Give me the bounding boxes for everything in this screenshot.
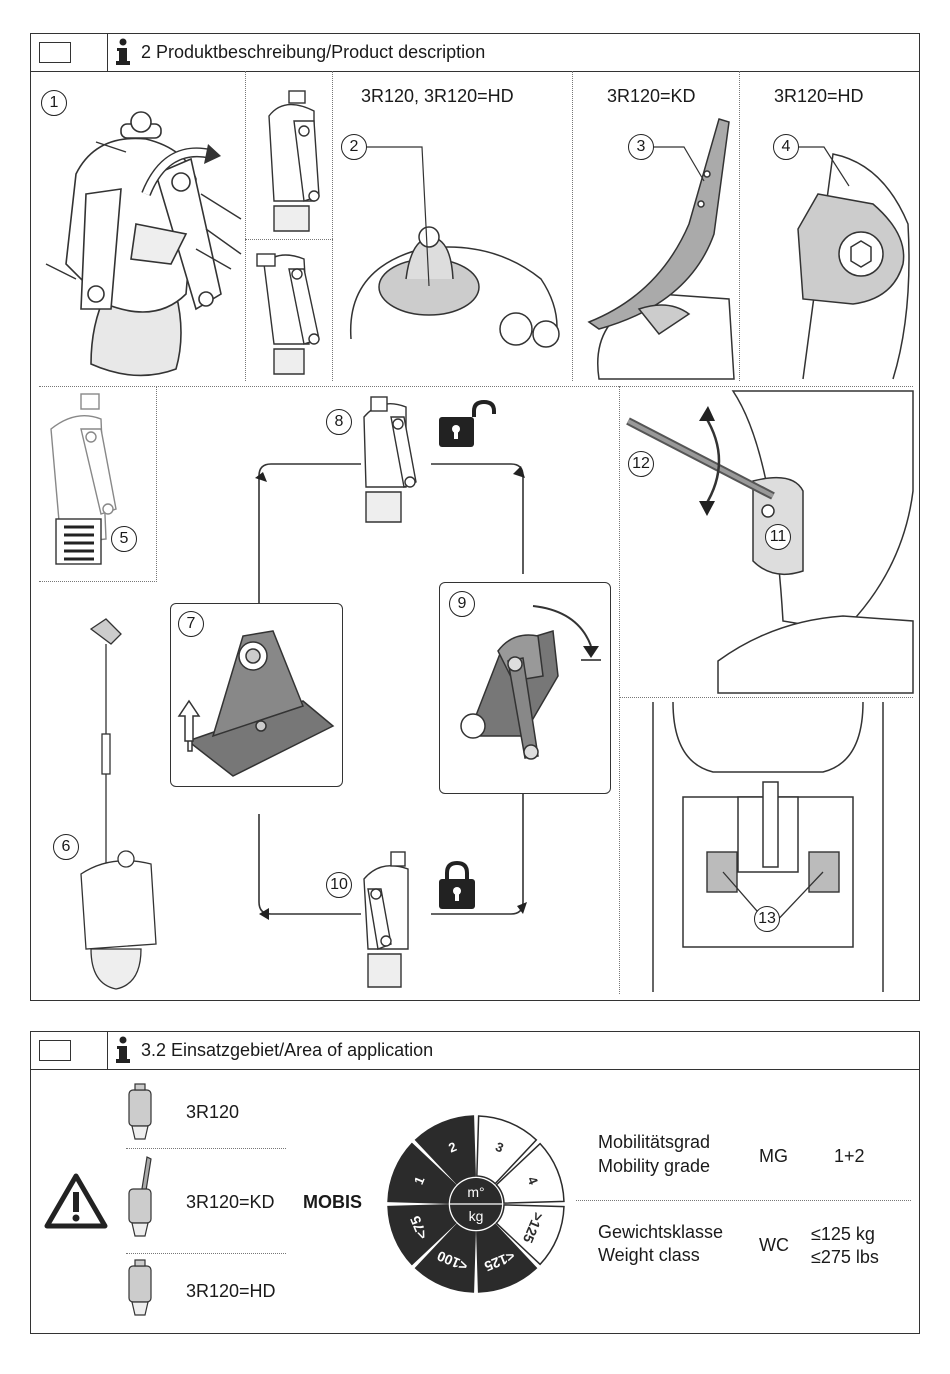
- section-header: 2 Produktbeschreibung/Product descriptio…: [31, 34, 919, 72]
- checkbox-square: [39, 1040, 71, 1061]
- weight-abbr: WC: [759, 1235, 789, 1256]
- mobility-value: 1+2: [834, 1146, 865, 1167]
- wheel-center-bottom: kg: [469, 1208, 484, 1224]
- mobility-label-en: Mobility grade: [598, 1156, 710, 1177]
- warning-icon: [43, 1172, 109, 1232]
- callout-12: 12: [628, 451, 654, 477]
- wheel-center-top: m°: [467, 1184, 484, 1200]
- area-of-application-panel: 3.2 Einsatzgebiet/Area of application 3R…: [30, 1031, 920, 1334]
- variant-label-standard: 3R120, 3R120=HD: [361, 86, 514, 107]
- weight-label-en: Weight class: [598, 1245, 700, 1266]
- knee-joint-illustration: [36, 94, 241, 384]
- model-3r120-kd: 3R120=KD: [186, 1192, 275, 1213]
- model-3r120: 3R120: [186, 1102, 239, 1123]
- info-icon: [116, 1036, 130, 1064]
- checkbox-square: [39, 42, 71, 63]
- callout-1: 1: [41, 90, 67, 116]
- callout-4: 4: [773, 134, 799, 160]
- callout-9: 9: [449, 591, 475, 617]
- callout-8: 8: [326, 409, 352, 435]
- mobility-label-de: Mobilitätsgrad: [598, 1132, 710, 1153]
- callout-3: 3: [628, 134, 654, 160]
- knee-bottom-view-illustration: [623, 702, 913, 992]
- product-description-panel: 2 Produktbeschreibung/Product descriptio…: [30, 33, 920, 1001]
- section-title: 3.2 Einsatzgebiet/Area of application: [141, 1040, 433, 1061]
- knee-small-flexed: [249, 244, 329, 379]
- knee-thumb-kd: [123, 1157, 157, 1237]
- mobility-abbr: MG: [759, 1146, 788, 1167]
- mobis-label: MOBIS: [303, 1192, 362, 1213]
- section-title: 2 Produktbeschreibung/Product descriptio…: [141, 42, 485, 63]
- variant-label-kd: 3R120=KD: [607, 86, 696, 107]
- callout-7: 7: [178, 611, 204, 637]
- callout-10: 10: [326, 872, 352, 898]
- knee-cable-illustration: [71, 614, 161, 994]
- section-header: 3.2 Einsatzgebiet/Area of application: [31, 1032, 919, 1070]
- callout-13: 13: [754, 906, 780, 932]
- variant-label-hd: 3R120=HD: [774, 86, 864, 107]
- unlock-icon: [439, 399, 494, 449]
- callout-5: 5: [111, 526, 137, 552]
- callout-6: 6: [53, 834, 79, 860]
- model-3r120-hd: 3R120=HD: [186, 1281, 276, 1302]
- weight-kg: ≤125 kg: [811, 1224, 875, 1245]
- knee-locked-illustration: [356, 849, 426, 989]
- info-icon: [116, 38, 130, 66]
- callout-2: 2: [341, 134, 367, 160]
- weight-label-de: Gewichtsklasse: [598, 1222, 723, 1243]
- lock-icon: [439, 861, 475, 909]
- knee-unlocked-illustration: [356, 392, 426, 527]
- knee-small-extended: [259, 86, 329, 236]
- knee-flexion-illustration: [443, 586, 605, 788]
- weight-lbs: ≤275 lbs: [811, 1247, 879, 1268]
- knee-thumb-hd: [123, 1260, 157, 1316]
- callout-11: 11: [765, 524, 791, 550]
- knee-thumb-standard: [123, 1084, 157, 1140]
